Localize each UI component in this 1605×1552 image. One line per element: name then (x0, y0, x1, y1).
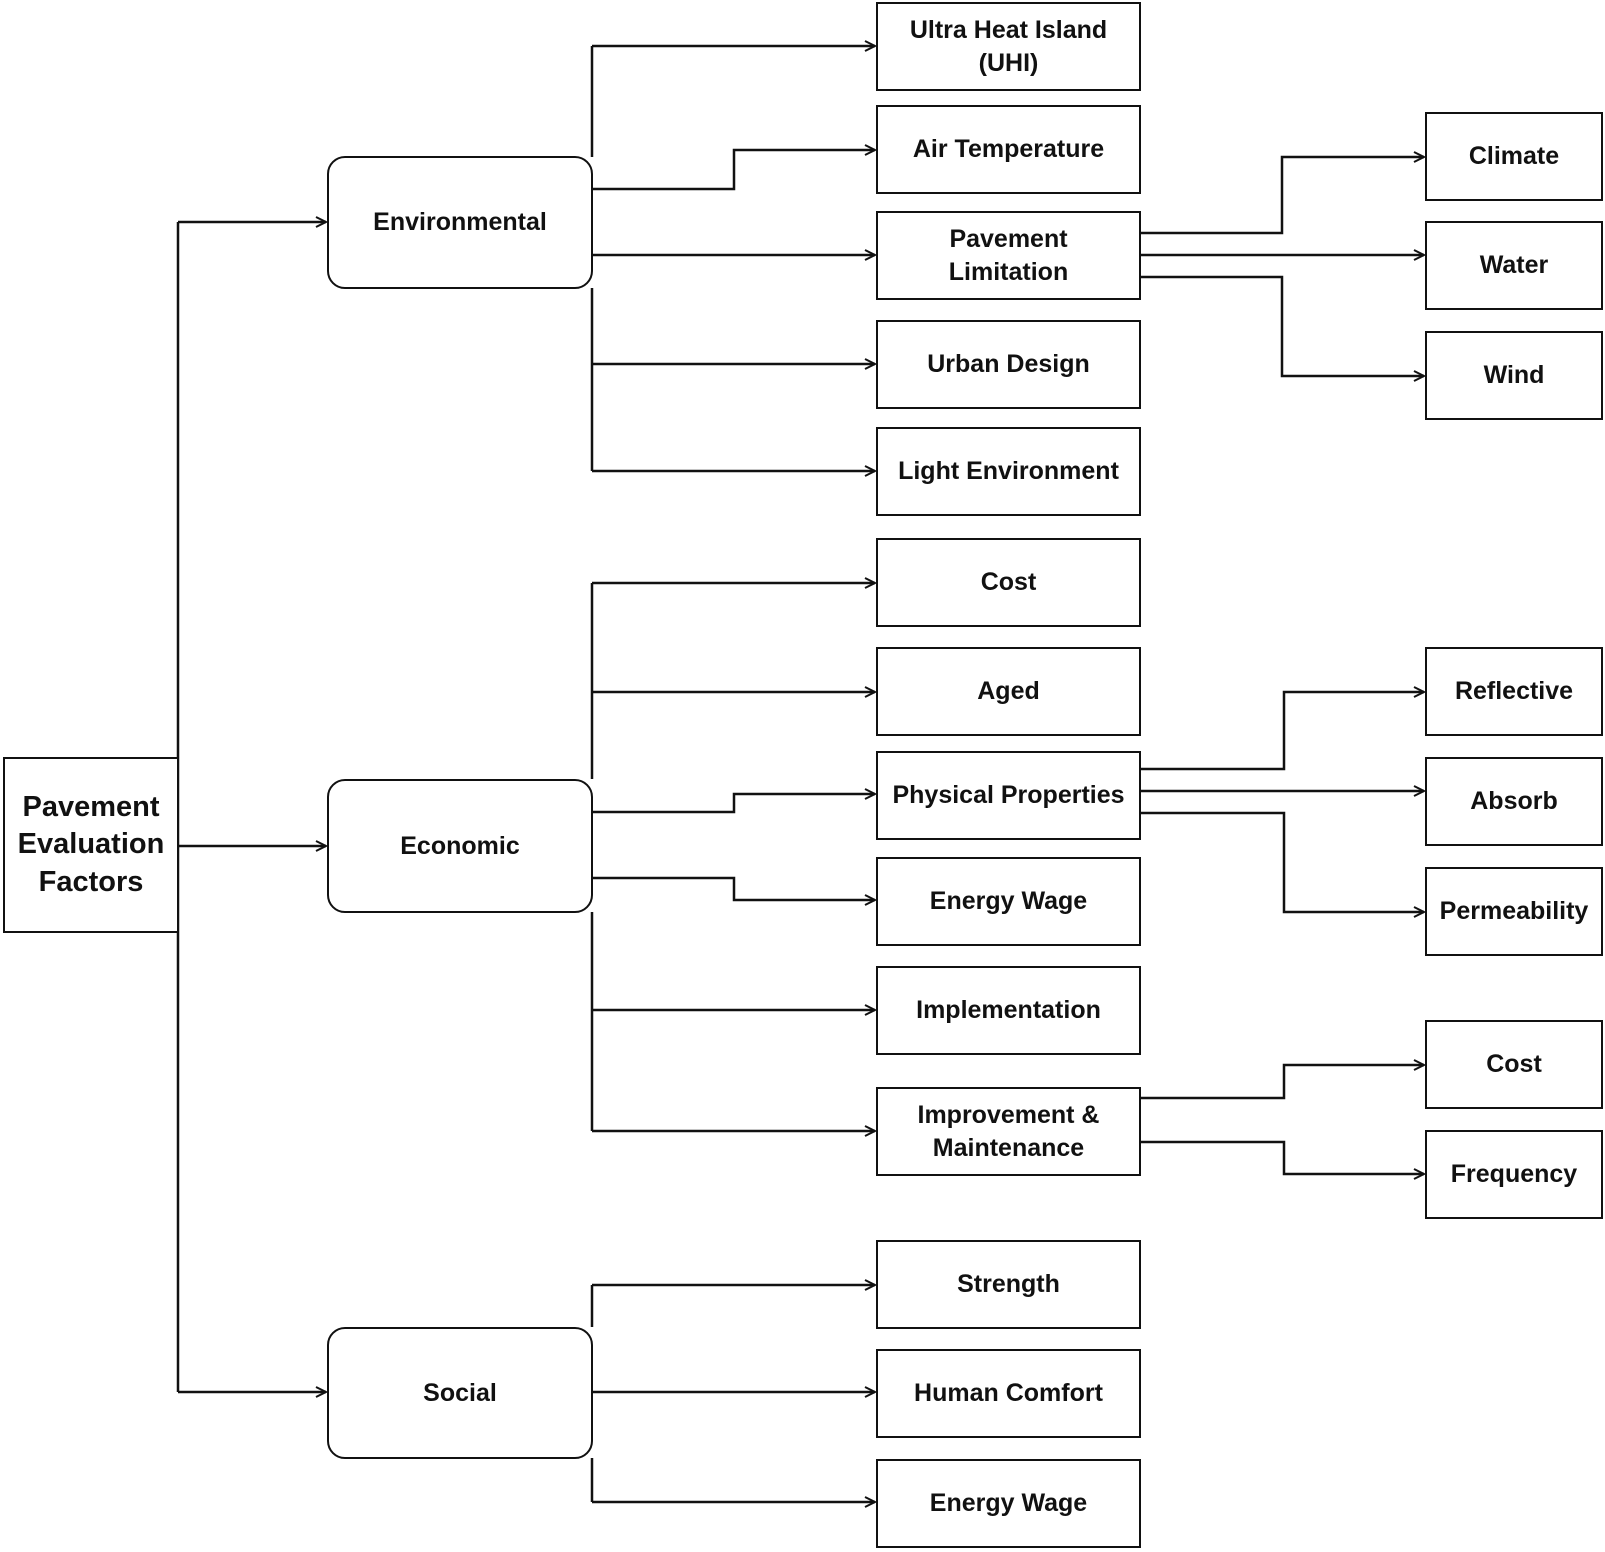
category-economic: Economic (327, 779, 593, 913)
node-pavement-limitation: Pavement Limitation (876, 211, 1141, 300)
node-improvement-cost: Cost (1425, 1020, 1603, 1109)
category-social: Social (327, 1327, 593, 1459)
node-permeability: Permeability (1425, 867, 1603, 956)
arrow-to-energy-wage (592, 876, 875, 900)
node-water: Water (1425, 221, 1603, 310)
node-implementation: Implementation (876, 966, 1141, 1055)
node-physical-properties: Physical Properties (876, 751, 1141, 840)
node-energy-wage: Energy Wage (876, 857, 1141, 946)
node-improvement-maintenance: Improvement & Maintenance (876, 1087, 1141, 1176)
arrow-to-reflective (1140, 692, 1424, 771)
node-aged: Aged (876, 647, 1141, 736)
node-climate: Climate (1425, 112, 1603, 201)
node-frequency: Frequency (1425, 1130, 1603, 1219)
arrow-to-wind (1140, 275, 1424, 376)
arrow-to-frequency (1140, 1140, 1424, 1174)
arrow-to-improvement-cost (1140, 1065, 1424, 1100)
arrow-to-permeability (1140, 811, 1424, 912)
node-air-temperature: Air Temperature (876, 105, 1141, 194)
arrow-to-air-temperature (592, 150, 875, 191)
node-cost: Cost (876, 538, 1141, 627)
node-strength: Strength (876, 1240, 1141, 1329)
node-wind: Wind (1425, 331, 1603, 420)
category-environmental: Environmental (327, 156, 593, 289)
node-reflective: Reflective (1425, 647, 1603, 736)
node-human-comfort: Human Comfort (876, 1349, 1141, 1438)
arrow-to-climate (1140, 157, 1424, 235)
node-light-environment: Light Environment (876, 427, 1141, 516)
node-urban-design: Urban Design (876, 320, 1141, 409)
root-node: Pavement Evaluation Factors (3, 757, 179, 933)
node-social-energy-wage: Energy Wage (876, 1459, 1141, 1548)
arrow-to-physical-properties (592, 794, 875, 814)
node-uhi: Ultra Heat Island (UHI) (876, 2, 1141, 91)
node-absorb: Absorb (1425, 757, 1603, 846)
